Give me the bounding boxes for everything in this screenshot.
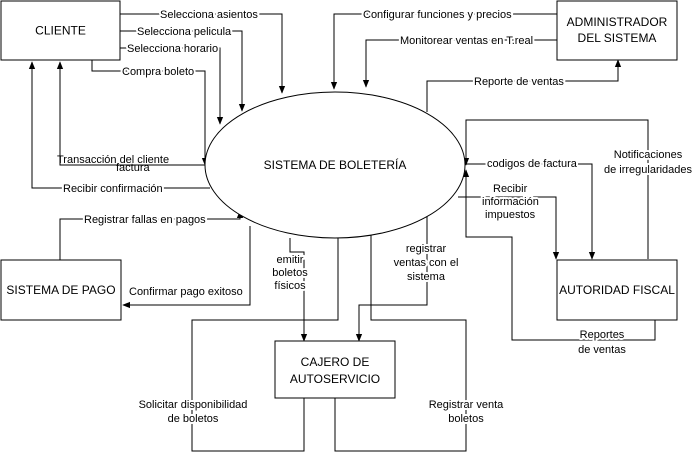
label-registrar-venta-line2: boletos <box>448 413 484 425</box>
label-emitir-boletos-line1: emitir <box>277 254 304 266</box>
flow-line-notificaciones <box>462 119 649 259</box>
node-cliente-label: CLIENTE <box>35 24 86 38</box>
flow-line-selecciona-horario <box>120 47 224 125</box>
label-notificaciones-line2: de irregularidades <box>604 164 693 176</box>
label-recibir-impuestos-line3: impuestos <box>485 209 536 221</box>
flow-line-reportes-ventas <box>462 169 656 341</box>
flow-line-registrar-ventas-sistema <box>355 214 428 342</box>
node-administrador[interactable]: ADMINISTRADOR DEL SISTEMA <box>556 0 678 61</box>
node-cajero-label-line2: AUTOSERVICIO <box>290 372 380 386</box>
flow-line-recibir-confirmacion <box>28 61 210 189</box>
flow-line-recibir-impuestos <box>458 196 560 260</box>
flow-line-emitir-boletos <box>289 238 308 342</box>
label-emitir-boletos-line2: boletos <box>272 267 308 279</box>
label-codigos-factura: codigos de factura <box>487 158 578 170</box>
label-compra-boleto: Compra boleto <box>122 66 194 78</box>
label-transaccion-overlap: factura <box>116 162 151 174</box>
flow-line-transaccion <box>56 61 205 166</box>
node-sistema-boleteria[interactable]: SISTEMA DE BOLETERÍA <box>204 91 466 239</box>
label-recibir-impuestos-line1: Recibir <box>493 183 528 195</box>
flow-line-solicitar-disponibilidad <box>191 228 342 452</box>
node-cliente[interactable]: CLIENTE <box>0 0 121 61</box>
flow-line-configurar <box>330 13 557 90</box>
flow-line-selecciona-asientos <box>120 13 286 94</box>
label-solicitar-disponibilidad-line1: Solicitar disponibilidad <box>139 399 248 411</box>
node-pago-label: SISTEMA DE PAGO <box>6 283 115 297</box>
label-registrar-ventas-line3: sistema <box>407 271 446 283</box>
node-sistema-label: SISTEMA DE BOLETERÍA <box>264 157 407 172</box>
flow-line-compra-boleto <box>91 60 209 166</box>
flow-line-registrar-venta-boletos <box>334 224 467 452</box>
label-selecciona-pelicula: Selecciona pelicula <box>137 26 232 38</box>
node-admin-label-line2: DEL SISTEMA <box>578 31 657 45</box>
label-registrar-ventas-line1: registrar <box>406 243 447 255</box>
flow-labels: Selecciona asientos Selecciona pelicula … <box>57 7 693 427</box>
node-cajero-autoservicio[interactable]: CAJERO DE AUTOSERVICIO <box>274 340 396 399</box>
label-selecciona-horario: Selecciona horario <box>127 43 218 55</box>
label-recibir-impuestos-line2: información <box>482 196 539 208</box>
node-sistema-pago[interactable]: SISTEMA DE PAGO <box>0 259 122 321</box>
flow-line-codigos-factura <box>464 163 596 260</box>
node-cajero-label-line1: CAJERO DE <box>301 355 370 369</box>
label-recibir-confirmacion: Recibir confirmación <box>63 183 163 195</box>
flow-line-reporte-ventas <box>426 59 622 112</box>
node-admin-label-line1: ADMINISTRADOR <box>567 15 668 29</box>
label-transaccion: Transacción del cliente <box>57 154 169 166</box>
node-autoridad-fiscal[interactable]: AUTORIDAD FISCAL <box>556 259 678 321</box>
flow-line-monitorear <box>362 39 557 88</box>
label-notificaciones-line1: Notificaciones <box>614 149 683 161</box>
label-configurar: Configurar funciones y precios <box>363 9 512 21</box>
label-registrar-venta-line1: Registrar venta <box>429 399 504 411</box>
label-reportes-ventas-line2: de ventas <box>578 344 626 356</box>
label-solicitar-disponibilidad-line2: de boletos <box>168 413 219 425</box>
label-registrar-fallas: Registrar fallas en pagos <box>84 214 206 226</box>
label-registrar-ventas-line2: ventas con el <box>394 257 459 269</box>
label-emitir-boletos-line3: físicos <box>274 280 306 292</box>
node-fiscal-label: AUTORIDAD FISCAL <box>559 283 675 297</box>
flow-line-selecciona-pelicula <box>120 30 246 112</box>
label-confirmar-pago: Confirmar pago exitoso <box>129 286 243 298</box>
flow-line-confirmar-pago <box>122 226 251 309</box>
label-reporte-ventas: Reporte de ventas <box>474 76 564 88</box>
label-monitorear: Monitorear ventas en T.real <box>400 35 533 47</box>
label-selecciona-asientos: Selecciona asientos <box>160 9 258 21</box>
label-reportes-ventas-line1: Reportes <box>580 329 625 341</box>
